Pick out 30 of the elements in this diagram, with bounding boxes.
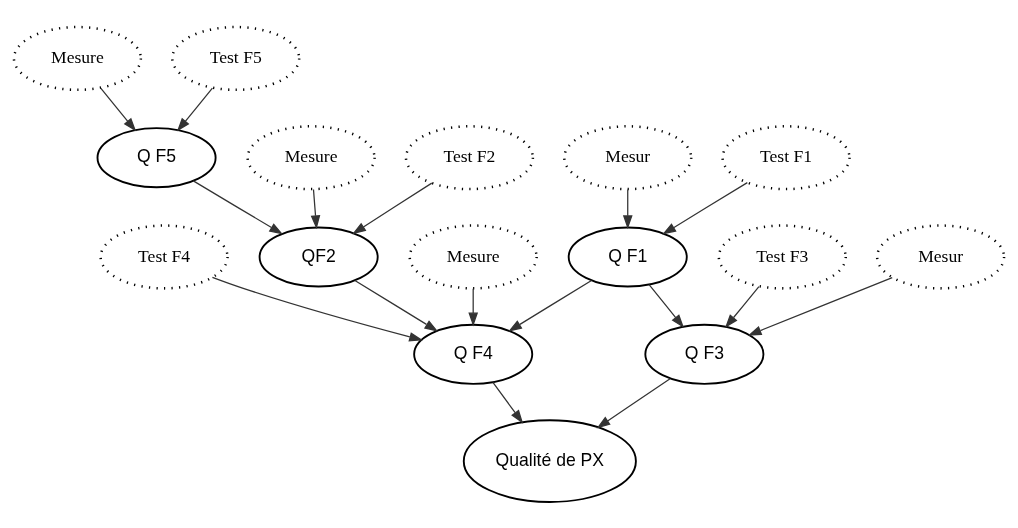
node-ellipse: Mesure <box>246 124 376 190</box>
arrow <box>648 283 685 328</box>
node-ellipse: Mesur <box>563 124 693 190</box>
arrow <box>352 182 433 234</box>
node-ellipse: Mesure <box>12 25 143 91</box>
arrow <box>354 279 439 332</box>
arrow <box>662 181 748 235</box>
arrow <box>192 179 284 234</box>
arrow <box>310 188 321 229</box>
node-ellipse: Q F1 <box>567 226 688 287</box>
arrow <box>176 87 214 132</box>
node-ellipse: QF2 <box>258 226 379 287</box>
node-ellipse: Q F4 <box>413 323 534 385</box>
node-ellipse: Test F3 <box>717 223 847 290</box>
node-ellipse: Test F5 <box>171 25 301 91</box>
arrow <box>508 279 593 332</box>
arrow <box>211 276 424 342</box>
node-ellipse: Test F4 <box>99 223 229 290</box>
node-ellipse: Test F1 <box>721 124 851 190</box>
node-ellipse: Mesure <box>408 223 538 290</box>
arrow <box>468 287 479 326</box>
arrow <box>724 285 760 328</box>
node-ellipse: Test F2 <box>404 124 535 190</box>
node-ellipse: Mesur <box>875 223 1006 290</box>
arrow <box>492 381 524 424</box>
arrow <box>596 377 671 428</box>
node-ellipse: Q F5 <box>96 126 217 188</box>
arrow <box>100 87 137 132</box>
arrow <box>622 188 633 229</box>
arrow <box>747 276 893 336</box>
